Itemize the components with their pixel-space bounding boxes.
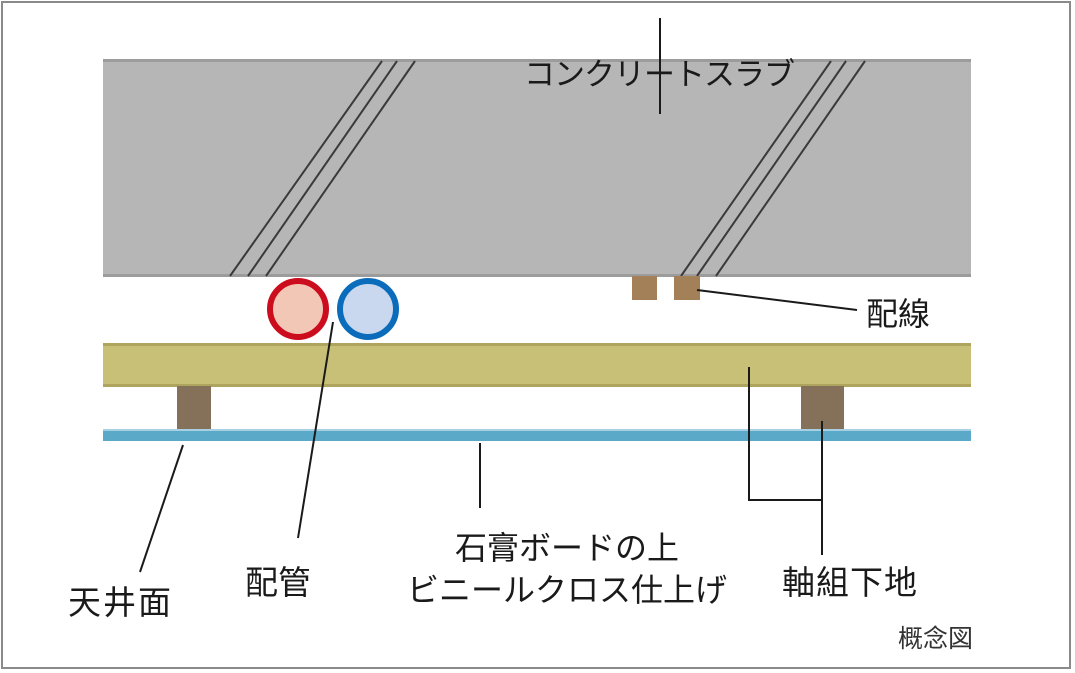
gypsum-board (103, 429, 971, 441)
ceiling-joist (103, 343, 971, 387)
label-concrete-slab: コンクリートスラブ (524, 57, 795, 93)
leader-lines (139, 18, 858, 573)
furring-blocks (177, 386, 844, 430)
leader-ceiling (139, 444, 184, 573)
label-board-line2: ビニールクロス仕上げ (407, 571, 728, 610)
leader-wiring (696, 289, 858, 311)
label-wiring: 配線 (866, 295, 931, 333)
slab-hatch-right (680, 60, 866, 277)
label-ceiling-surface: 天井面 (68, 583, 173, 622)
label-framing-base: 軸組下地 (782, 563, 918, 602)
label-piping: 配管 (245, 563, 311, 602)
leader-framing (748, 367, 822, 501)
concrete-slab (103, 59, 971, 277)
wiring-cables (632, 276, 700, 300)
label-concept-note: 概念図 (898, 624, 974, 653)
label-board-finish: 石膏ボードの上 ビニールクロス仕上げ (407, 527, 727, 611)
leader-pipe (297, 321, 334, 539)
hot-water-pipe (267, 278, 329, 340)
slab-hatch-left (229, 60, 416, 277)
cold-water-pipe (337, 278, 399, 340)
label-board-line1: 石膏ボードの上 (455, 529, 680, 567)
